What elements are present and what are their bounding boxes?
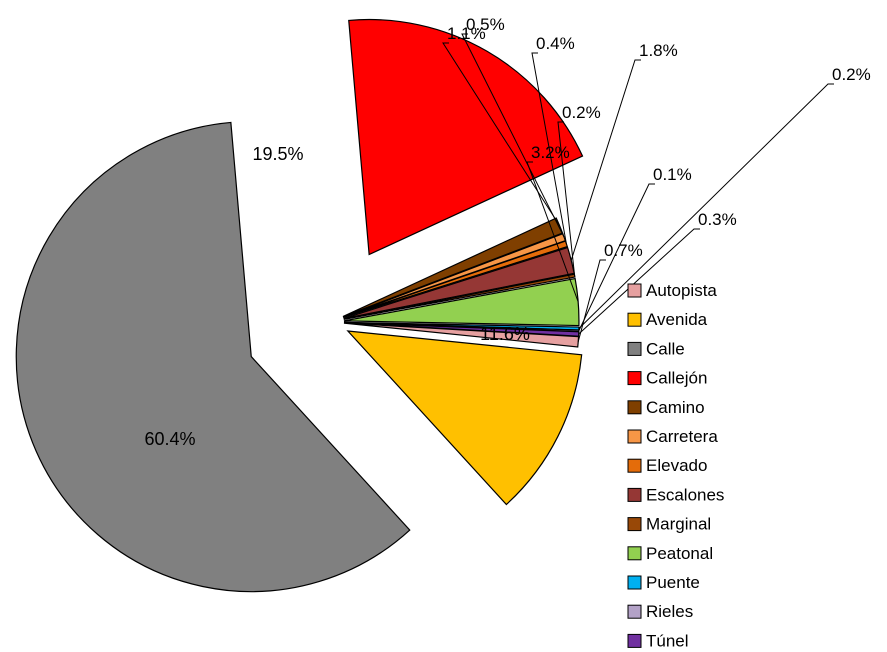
slice-calle bbox=[15, 121, 411, 593]
legend-label-callejon: Callejón bbox=[646, 369, 707, 388]
slice-label-avenida: 11.6% bbox=[480, 324, 530, 344]
slice-labels: 0.7% 11.6% 60.4% 19.5% 1.1%0.5% 0.4% 1.8% 0.2% 3… bbox=[144, 15, 870, 449]
slice-callejon bbox=[348, 18, 584, 256]
slice-peatonal bbox=[343, 277, 580, 327]
leader-tunel bbox=[578, 228, 700, 335]
legend-swatch-callejon bbox=[627, 371, 642, 386]
legend-label-autopista: Autopista bbox=[646, 281, 717, 300]
leader-peatonal bbox=[526, 161, 579, 303]
legend-label-tunel: Túnel bbox=[646, 631, 689, 650]
slice-label-rieles: 0.1% bbox=[653, 165, 692, 184]
slice-label-carretera: 0.5% bbox=[466, 15, 505, 34]
legend-swatch-avenida bbox=[627, 312, 642, 327]
legend-swatch-peatonal bbox=[627, 546, 642, 561]
legend-swatch-elevado bbox=[627, 458, 642, 473]
slice-label-callejon: 19.5% bbox=[252, 144, 303, 164]
legend-swatch-marginal bbox=[627, 517, 642, 532]
legend-swatch-calle bbox=[627, 341, 642, 356]
pie-slices bbox=[15, 18, 584, 593]
legend-swatch-carretera bbox=[627, 429, 642, 444]
slice-avenida bbox=[346, 330, 583, 506]
legend-label-avenida: Avenida bbox=[646, 310, 708, 329]
leader-rieles bbox=[578, 183, 655, 332]
legend-swatch-escalones bbox=[627, 487, 642, 502]
slice-label-puente: 0.2% bbox=[832, 65, 871, 84]
slice-label-marginal: 0.2% bbox=[562, 103, 601, 122]
legend-swatch-rieles bbox=[627, 604, 642, 619]
legend-swatch-puente bbox=[627, 575, 642, 590]
legend-label-escalones: Escalones bbox=[646, 485, 724, 504]
leader-escalones bbox=[570, 59, 641, 261]
legend: AutopistaAvenidaCalleCallejónCaminoCarre… bbox=[627, 281, 724, 650]
leader-elevado bbox=[531, 52, 567, 244]
leader-puente bbox=[578, 83, 834, 329]
slice-label-elevado: 0.4% bbox=[536, 34, 575, 53]
legend-label-camino: Camino bbox=[646, 398, 705, 417]
slice-label-escalones: 1.8% bbox=[639, 41, 678, 60]
legend-label-calle: Calle bbox=[646, 339, 685, 358]
slice-label-calle: 60.4% bbox=[144, 429, 195, 449]
slice-label-tunel: 0.3% bbox=[698, 210, 737, 229]
legend-swatch-autopista bbox=[627, 283, 642, 298]
legend-label-carretera: Carretera bbox=[646, 427, 718, 446]
legend-label-puente: Puente bbox=[646, 573, 700, 592]
legend-label-peatonal: Peatonal bbox=[646, 544, 713, 563]
legend-swatch-tunel bbox=[627, 633, 642, 648]
slice-label-peatonal: 3.2% bbox=[531, 143, 570, 162]
slice-label-autopista: 0.7% bbox=[604, 241, 643, 260]
legend-label-rieles: Rieles bbox=[646, 602, 693, 621]
slice-label-camino: 1.1% bbox=[447, 24, 486, 43]
legend-label-elevado: Elevado bbox=[646, 456, 707, 475]
leader-camino bbox=[442, 42, 560, 226]
leader-marginal bbox=[557, 121, 576, 276]
legend-label-marginal: Marginal bbox=[646, 515, 711, 534]
leader-lines bbox=[442, 33, 834, 342]
legend-swatch-camino bbox=[627, 400, 642, 415]
leader-autopista bbox=[577, 259, 606, 342]
